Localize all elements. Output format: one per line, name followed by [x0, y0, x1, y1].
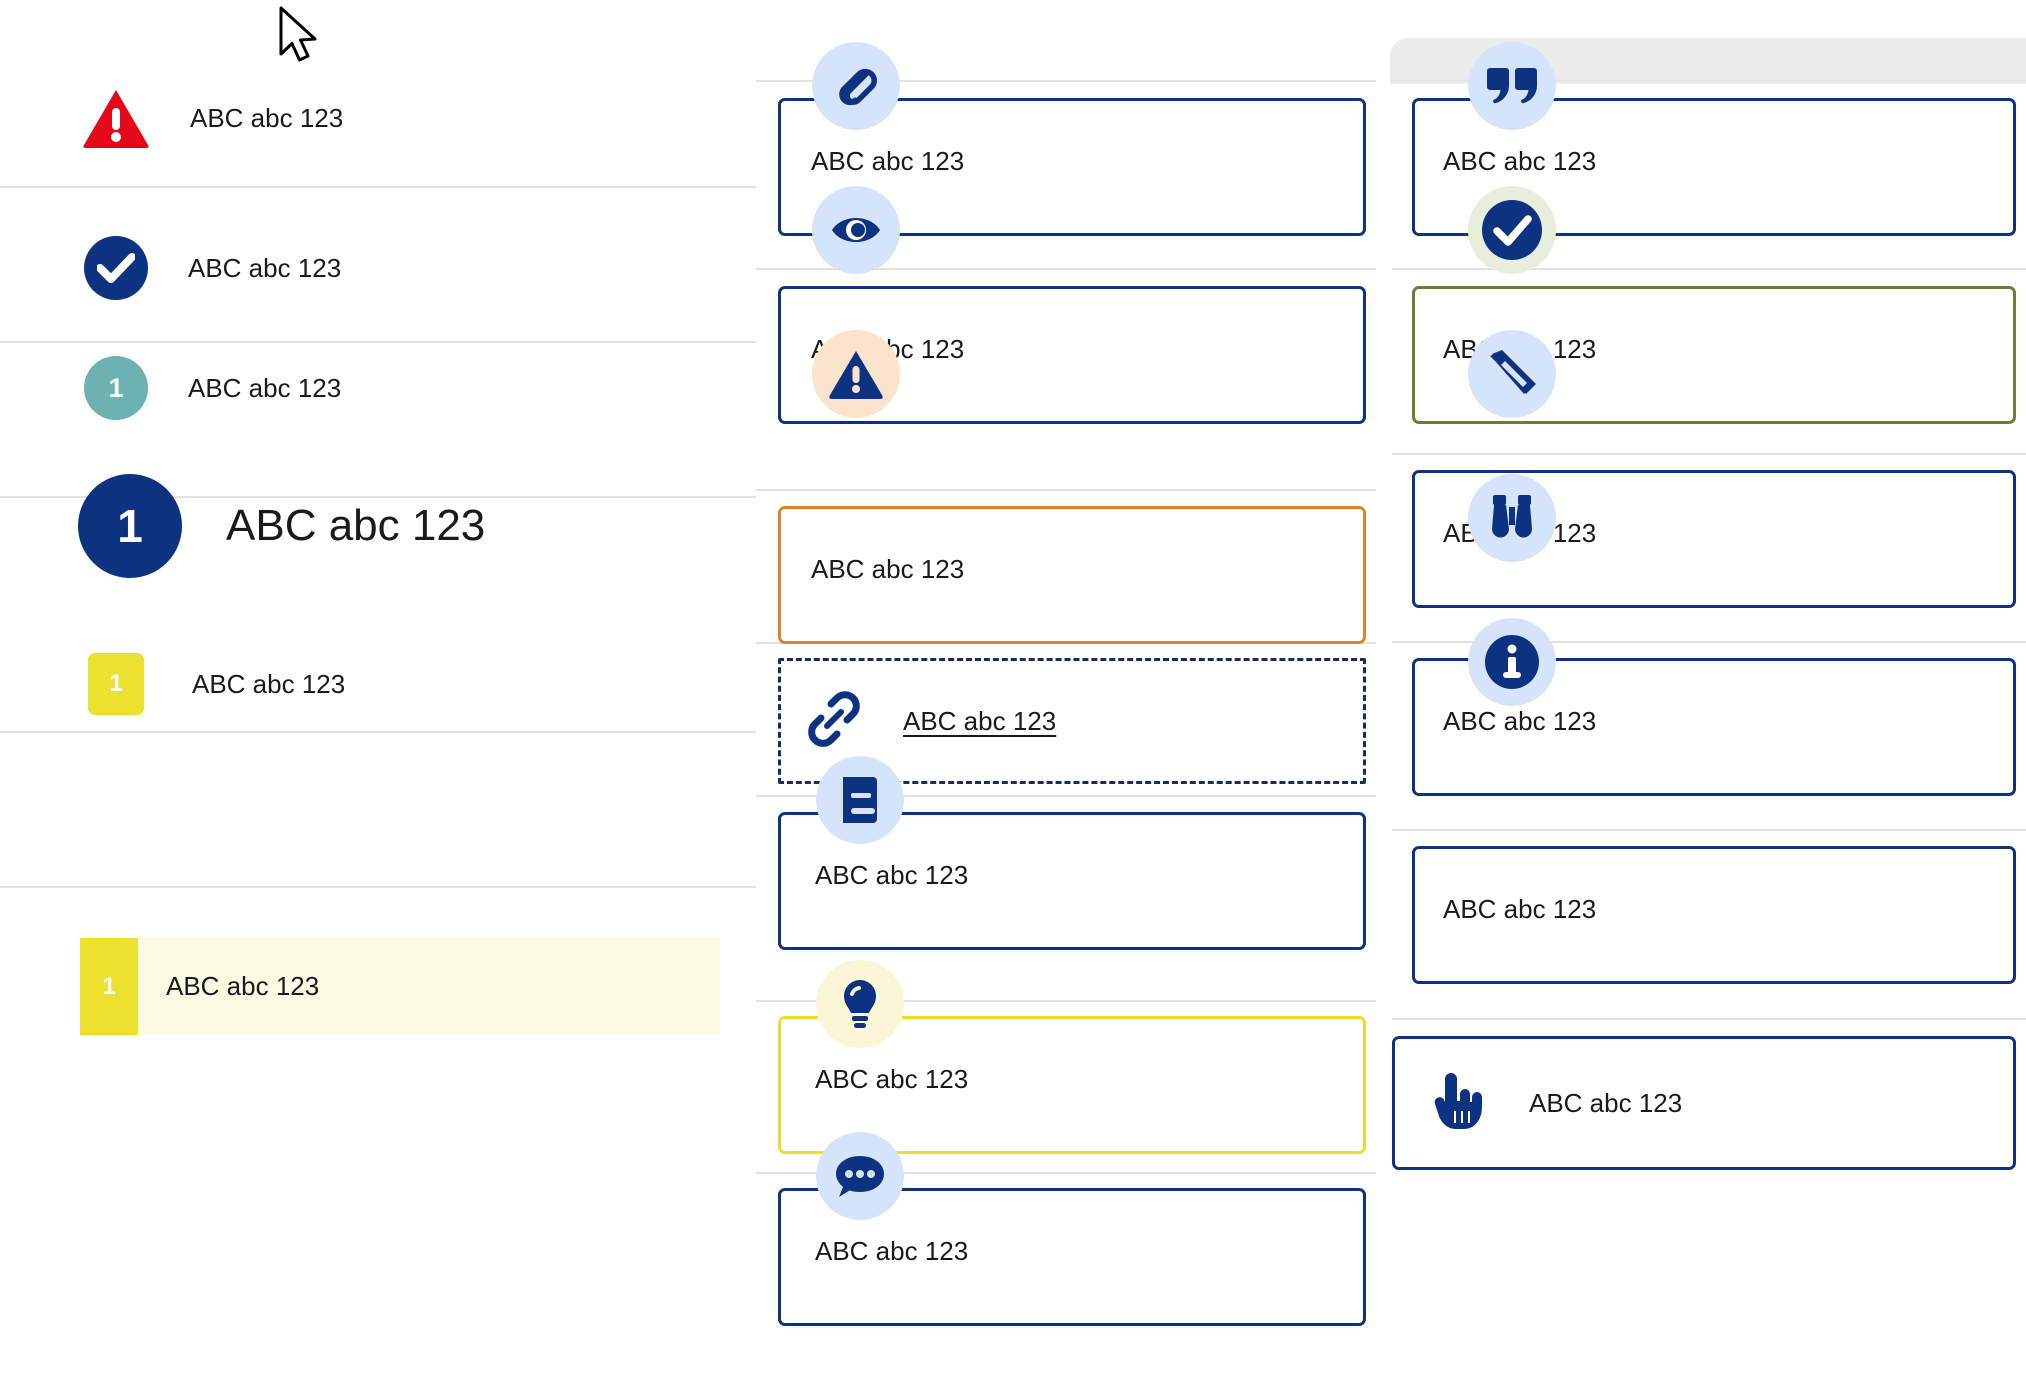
list-item-label: ABC abc 123: [188, 252, 342, 283]
number-badge-icon: 1: [88, 653, 144, 715]
divider: [0, 186, 756, 188]
book-icon: [816, 756, 904, 844]
left-list-column: ABC abc 123 ABC abc 123 1 ABC abc 123 1 …: [0, 0, 756, 1392]
card-label: ABC abc 123: [815, 1064, 969, 1094]
card-label: ABC abc 123: [815, 1236, 969, 1266]
divider: [756, 795, 1376, 797]
card-label: ABC abc 123: [811, 554, 965, 584]
list-item[interactable]: 1 ABC abc 123: [0, 348, 756, 428]
list-item[interactable]: 1 ABC abc 123: [0, 644, 756, 724]
divider: [1392, 453, 2026, 455]
divider: [0, 731, 756, 733]
divider: [756, 1172, 1376, 1174]
card-link-row: ABC abc 123: [781, 661, 1363, 781]
warning-triangle-icon: [80, 82, 152, 154]
divider: [1392, 268, 2026, 270]
card-label: ABC abc 123: [1443, 894, 1597, 924]
list-item-label: ABC abc 123: [190, 102, 344, 133]
check-circle-icon: [1468, 186, 1556, 274]
divider: [756, 1000, 1376, 1002]
pointing-hand-icon: [1431, 1071, 1485, 1136]
badge-number: 1: [102, 972, 116, 1000]
list-item-selected[interactable]: 1 ABC abc 123: [80, 938, 720, 1035]
number-badge-icon: 1: [80, 938, 138, 1035]
number-badge-icon: 1: [78, 474, 182, 578]
card-action-row: ABC abc 123: [1395, 1039, 2013, 1167]
card-info[interactable]: ABC abc 123: [1412, 846, 2016, 984]
card-attachment[interactable]: ABC abc 123: [778, 98, 1366, 236]
badge-number: 1: [109, 670, 123, 697]
divider: [0, 341, 756, 343]
paperclip-icon: [812, 42, 900, 130]
divider: [1392, 1018, 2026, 1020]
card-link-label[interactable]: ABC abc 123: [903, 705, 1057, 736]
divider: [1392, 829, 2026, 831]
number-badge-icon: 1: [84, 356, 148, 420]
badge-number: 1: [108, 372, 124, 403]
card-label: ABC abc 123: [811, 146, 965, 176]
card-label: ABC abc 123: [1443, 146, 1597, 176]
binoculars-icon: [1468, 474, 1556, 562]
divider: [0, 886, 756, 888]
card-label: ABC abc 123: [1529, 1087, 1683, 1118]
info-circle-icon: [1468, 618, 1556, 706]
divider: [756, 80, 1376, 82]
divider: [1392, 641, 2026, 643]
list-item-label: ABC abc 123: [192, 668, 346, 699]
list-item-large[interactable]: 1 ABC abc 123: [0, 471, 756, 581]
divider: [0, 496, 756, 498]
card-action[interactable]: ABC abc 123: [1392, 1036, 2016, 1170]
divider: [1392, 80, 2026, 82]
divider: [756, 268, 1376, 270]
warning-triangle-icon: [812, 330, 900, 418]
card-label: ABC abc 123: [815, 860, 969, 890]
badge-number: 1: [117, 500, 143, 552]
check-circle-icon: [84, 236, 148, 300]
chain-link-icon: [805, 690, 863, 753]
pencil-icon: [1468, 330, 1556, 418]
eye-icon: [812, 186, 900, 274]
lightbulb-icon: [816, 960, 904, 1048]
list-item-label: ABC abc 123: [226, 501, 486, 550]
quotation-mark-icon: [1468, 42, 1556, 130]
list-item-label: ABC abc 123: [188, 372, 342, 403]
list-item-label: ABC abc 123: [166, 971, 320, 1001]
list-item[interactable]: ABC abc 123: [0, 78, 756, 158]
card-label: ABC abc 123: [1443, 706, 1597, 736]
divider: [756, 489, 1376, 491]
speech-bubble-icon: [816, 1132, 904, 1220]
list-item[interactable]: ABC abc 123: [0, 228, 756, 308]
card-warning[interactable]: ABC abc 123: [778, 506, 1366, 644]
